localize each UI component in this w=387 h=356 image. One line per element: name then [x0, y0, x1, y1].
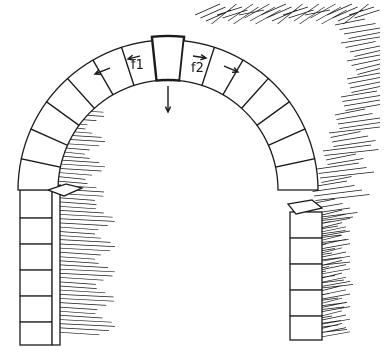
wall-hatch-line	[335, 19, 365, 25]
wall-hatch-line	[350, 46, 380, 52]
keystone	[152, 36, 184, 81]
soffit-hatch-line	[56, 265, 108, 268]
left-pier-block	[20, 270, 52, 296]
soffit-hatch-line	[56, 277, 103, 280]
soffit-hatch-line	[322, 286, 342, 291]
soffit-hatch-line	[56, 315, 102, 318]
wall-hatch-line	[332, 136, 368, 142]
crown-hatch-line	[245, 4, 270, 18]
crown-hatch-line	[333, 7, 358, 18]
soffit-hatch-line	[54, 323, 115, 326]
crown-hatch-line	[300, 7, 325, 24]
wall-hatch-line	[352, 60, 381, 66]
soffit-hatch-line	[54, 298, 114, 301]
right-pier-block	[290, 316, 322, 340]
soffit-hatch-line	[322, 269, 350, 274]
crown-hatch-line	[327, 4, 352, 15]
right-pier-block	[290, 264, 322, 290]
wall-hatch-line	[317, 163, 359, 169]
crown-hatch-line	[228, 4, 253, 21]
force-label-f1: f1	[131, 59, 144, 72]
wall-hatch-line	[352, 87, 381, 93]
soffit-hatch-line	[56, 164, 105, 167]
left-pier-block	[20, 190, 52, 218]
crown-hatch-line	[349, 7, 374, 15]
left-pier-block	[20, 296, 52, 322]
soffit-hatch-line	[322, 323, 342, 328]
soffit-hatch-line	[52, 218, 115, 221]
crown-hatch-line	[311, 4, 336, 18]
soffit-hatch-line	[54, 210, 104, 213]
wall-hatch-line	[346, 42, 376, 48]
crown-hatch-line	[278, 4, 303, 24]
soffit-hatch-line	[54, 273, 112, 276]
left-pier-block	[20, 218, 52, 244]
soffit-hatch-line	[52, 319, 112, 322]
crown-hatch-line	[261, 4, 286, 15]
soffit-hatch-line	[56, 302, 106, 305]
soffit-hatch-line	[322, 273, 342, 278]
crown-hatch-line	[201, 7, 226, 18]
soffit-hatch-line	[322, 332, 350, 337]
soffit-hatch-line	[54, 260, 99, 263]
soffit-hatch-line	[56, 214, 113, 217]
crown-hatch-line	[234, 7, 259, 24]
soffit-hatch-line	[322, 244, 350, 249]
crown-hatch-line	[267, 7, 292, 18]
wall-hatch-line	[347, 55, 380, 61]
crown-hatch-line	[195, 4, 220, 15]
left-pier-block	[20, 244, 52, 270]
soffit-hatch-line	[322, 290, 346, 295]
crown-hatch-line	[212, 4, 237, 24]
soffit-hatch-line	[56, 176, 85, 179]
wall-hatch-line	[314, 190, 362, 196]
soffit-hatch-line	[56, 202, 97, 205]
soffit-hatch-line	[52, 294, 114, 297]
left-pier-block	[20, 322, 52, 345]
wall-hatch-line	[334, 141, 376, 147]
crown-hatch-line	[294, 4, 319, 21]
wall-hatch-line	[328, 159, 364, 165]
soffit-hatch-line	[56, 328, 109, 331]
soffit-hatch-line	[322, 252, 346, 257]
soffit-hatch-line	[52, 269, 115, 272]
soffit-hatch-line	[54, 248, 110, 251]
soffit-hatch-line	[54, 223, 108, 226]
wall-hatch-line	[329, 127, 380, 133]
soffit-hatch-line	[322, 256, 350, 261]
wall-hatch-line	[319, 168, 367, 174]
soffit-hatch-line	[56, 290, 105, 293]
soffit-hatch-line	[54, 235, 101, 238]
soffit-hatch-line	[322, 319, 350, 324]
wall-hatch-line	[337, 114, 373, 120]
wall-hatch-line	[341, 91, 377, 97]
soffit-hatch-line	[56, 227, 98, 230]
soffit-hatch-line	[56, 252, 101, 255]
wall-hatch-line	[316, 195, 370, 201]
left-pier-side	[52, 185, 60, 345]
soffit-hatch-line	[322, 311, 342, 316]
soffit-hatch-line	[322, 315, 346, 320]
wall-hatch-line	[344, 28, 380, 34]
right-pier-block	[290, 290, 322, 316]
wall-hatch-line	[340, 24, 376, 30]
soffit-hatch-line	[52, 244, 115, 247]
wall-hatch-line	[313, 186, 355, 192]
force-label-f2: f2	[191, 62, 204, 75]
right-pier-block	[290, 238, 322, 264]
wall-hatch-line	[323, 145, 371, 151]
right-pier-block	[290, 212, 322, 238]
soffit-hatch-line	[56, 239, 111, 242]
crown-hatch-line	[355, 10, 380, 18]
